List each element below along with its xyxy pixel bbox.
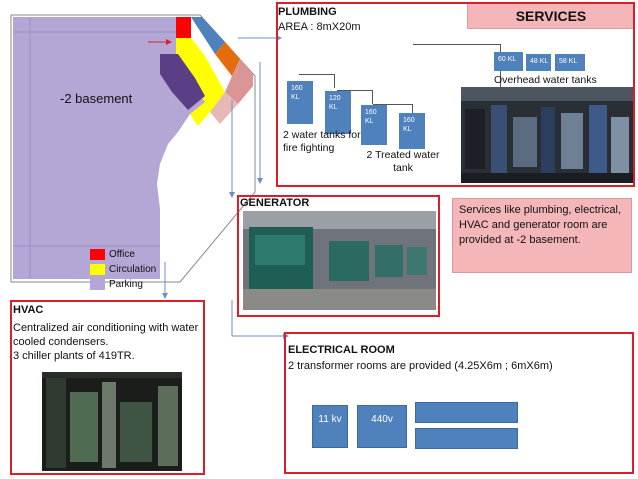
- electrical-440v-box: 440v: [357, 405, 407, 448]
- plumbing-area: AREA : 8mX20m: [278, 21, 361, 33]
- legend-swatch-parking: [90, 279, 105, 290]
- basement-floorplan: [10, 14, 256, 283]
- electrical-panel: [284, 332, 634, 474]
- electrical-panel-bar-2: [415, 428, 518, 449]
- plumbing-photo: [461, 87, 633, 183]
- tank-pipe: [337, 90, 373, 104]
- hvac-panel: [10, 300, 205, 475]
- tank-pipe: [299, 74, 335, 88]
- hvac-line1: Centralized air conditioning with water …: [13, 322, 199, 348]
- tank-120kl: 120 KL: [325, 91, 351, 134]
- page-title: SERVICES: [467, 3, 635, 29]
- tank-pipe: [373, 104, 413, 118]
- note-box: Services like plumbing, electrical, HVAC…: [452, 198, 632, 273]
- legend-label-circulation: Circulation: [109, 264, 157, 275]
- tank-58kl: 58 KL: [555, 54, 585, 71]
- plumbing-panel: [276, 2, 635, 187]
- tank-160kl-2: 160 KL: [361, 105, 387, 145]
- hvac-photo: [42, 372, 182, 471]
- tank-pipe: [413, 44, 501, 120]
- generator-panel: [237, 195, 440, 317]
- tank-160kl-1: 160 KL: [287, 81, 313, 124]
- fire-tanks-label: 2 water tanks for fire fighting: [283, 129, 361, 154]
- hvac-title: HVAC: [13, 304, 44, 316]
- electrical-panel-bar-1: [415, 402, 518, 423]
- electrical-title: ELECTRICAL ROOM: [288, 344, 395, 356]
- legend-swatch-office: [90, 249, 105, 260]
- plumbing-title: PLUMBING: [278, 6, 337, 18]
- tank-60kl: 60 KL: [494, 52, 523, 71]
- generator-title: GENERATOR: [240, 197, 310, 209]
- electrical-11kv-box: 11 kv: [312, 405, 348, 448]
- legend-swatch-circulation: [90, 264, 105, 275]
- tank-48kl: 48 KL: [526, 54, 551, 71]
- generator-photo: [243, 211, 436, 310]
- tank-pipe: [432, 44, 433, 120]
- electrical-desc: 2 transformer rooms are provided (4.25X6…: [288, 360, 553, 372]
- overhead-tanks-label: Overhead water tanks: [494, 74, 597, 86]
- legend-label-office: Office: [109, 249, 135, 260]
- treated-tanks-label: 2 Treated water tank: [366, 149, 440, 174]
- basement-label: -2 basement: [60, 91, 133, 106]
- hvac-line2: 3 chiller plants of 419TR.: [13, 350, 135, 362]
- legend-label-parking: Parking: [109, 279, 143, 290]
- tank-160kl-3: 160 KL: [399, 113, 425, 149]
